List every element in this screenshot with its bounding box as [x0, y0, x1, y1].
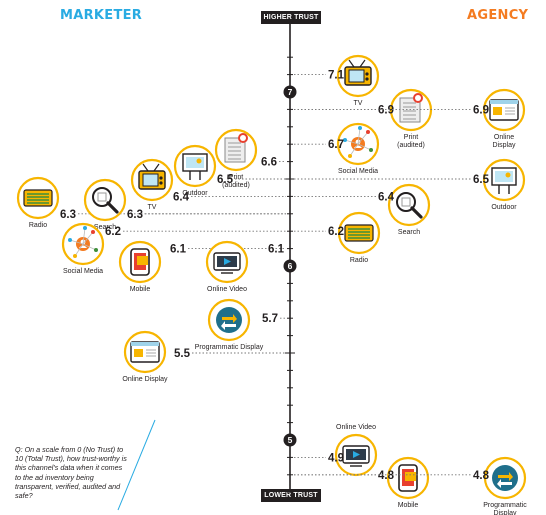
channel-label: Online — [494, 134, 514, 141]
radio-icon — [344, 224, 374, 242]
online-video-icon — [342, 445, 370, 467]
value-label: 6.5 — [473, 174, 490, 186]
channel-label: Programmatic Display — [195, 344, 264, 351]
print-icon — [224, 133, 248, 163]
agency-item-tv: 7.1TV — [294, 54, 380, 107]
value-label: 6.7 — [328, 139, 344, 151]
value-label: 6.2 — [105, 226, 121, 238]
mobile-icon — [398, 464, 418, 492]
axis-marker — [283, 85, 297, 99]
channel-label: Mobile — [130, 286, 151, 293]
channel-label: Mobile — [398, 502, 419, 509]
value-label: 6.3 — [127, 209, 143, 221]
channel-label: Print — [404, 134, 418, 141]
search-icon — [396, 192, 423, 219]
agency-item-online-video: 4.9 Online Video — [294, 424, 378, 477]
tv-icon — [344, 59, 372, 86]
marketer-header: MARKETER — [60, 8, 143, 23]
online-video-icon — [213, 252, 241, 274]
channel-label: Social Media — [338, 168, 378, 175]
channel-label: Radio — [350, 257, 368, 264]
channel-label: Online Video — [207, 286, 247, 293]
value-label: 6.6 — [261, 157, 277, 169]
channel-label: Outdoor — [491, 204, 517, 211]
tv-icon — [138, 163, 166, 190]
online-display-icon — [130, 341, 160, 363]
channel-label: Outdoor — [182, 190, 208, 197]
channel-label: Online Display — [122, 376, 168, 383]
channel-label: (audited) — [222, 182, 250, 189]
channel-label: Online Video — [336, 424, 376, 431]
social-media-icon — [343, 126, 373, 158]
survey-question: Q: On a scale from 0 (No Trust) to 10 (T… — [15, 445, 127, 501]
higher-trust-label: HIGHER TRUST — [261, 11, 321, 24]
outdoor-icon — [491, 167, 517, 194]
online-display-icon — [489, 99, 519, 121]
channel-label: Display — [494, 510, 517, 515]
channel-label: Print — [229, 174, 243, 181]
value-label: 6.4 — [173, 191, 190, 203]
axis-marker — [283, 259, 297, 273]
print-icon — [399, 93, 423, 123]
value-label: 7.1 — [328, 70, 345, 82]
marketer-item-tv: 6.4TV — [130, 158, 286, 211]
value-label: 4.8 — [378, 470, 395, 482]
value-label: 6.9 — [378, 104, 394, 116]
value-label: 5.5 — [174, 348, 191, 360]
channel-label: TV — [148, 204, 157, 211]
axis-marker — [283, 433, 297, 447]
radio-icon — [23, 189, 53, 207]
channel-label: (audited) — [397, 142, 425, 149]
value-label: 4.9 — [328, 452, 344, 464]
lower-trust-label: LOWER TRUST — [261, 489, 321, 502]
axis-marker-label: 5 — [288, 435, 293, 445]
channel-label: Radio — [29, 222, 47, 229]
channel-label: Search — [398, 229, 420, 236]
value-label: 6.2 — [328, 226, 344, 238]
programmatic-icon — [492, 465, 518, 491]
channel-label: Search — [94, 224, 116, 231]
social-media-icon — [68, 226, 98, 258]
value-label: 5.7 — [262, 313, 278, 325]
question-divider — [117, 419, 156, 511]
value-label: 6.5 — [217, 174, 234, 186]
value-label: 6.1 — [268, 244, 285, 256]
axis-marker-label: 7 — [288, 87, 293, 97]
value-label: 4.8 — [473, 470, 490, 482]
search-icon — [92, 187, 119, 214]
programmatic-icon — [216, 307, 242, 333]
channel-label: TV — [354, 100, 363, 107]
mobile-icon — [130, 248, 150, 276]
value-label: 6.3 — [60, 209, 76, 221]
value-label: 6.9 — [473, 104, 489, 116]
channel-label: Programmatic — [483, 502, 527, 509]
agency-header: AGENCY — [467, 8, 529, 23]
value-label: 6.4 — [378, 191, 395, 203]
value-label: 6.1 — [170, 244, 187, 256]
channel-label: Social Media — [63, 268, 103, 275]
outdoor-icon — [182, 153, 208, 180]
channel-label: Display — [493, 142, 516, 149]
axis-marker-label: 6 — [288, 261, 293, 271]
